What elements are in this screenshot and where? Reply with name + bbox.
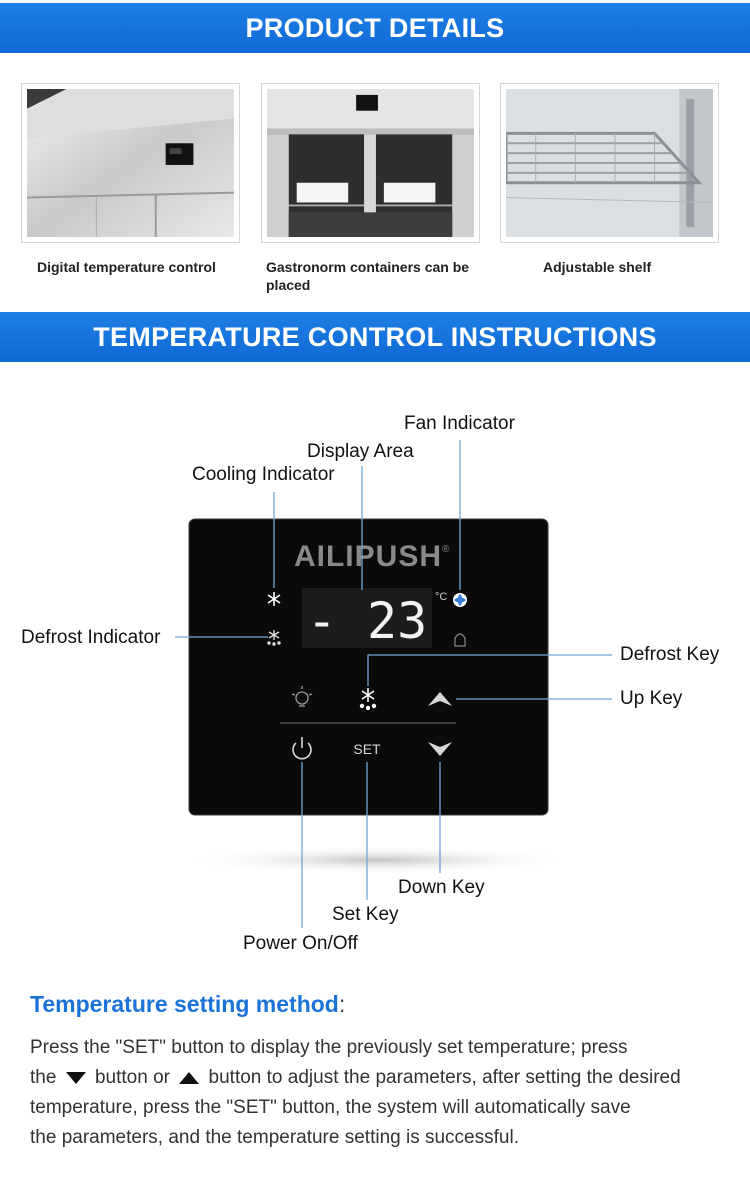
fan-indicator-icon — [453, 593, 467, 607]
photo-gastronorm — [261, 83, 480, 243]
shelf-image — [506, 89, 713, 237]
caption-temperature-control: Digital temperature control — [37, 259, 216, 275]
display-area — [302, 588, 432, 648]
banner-title: PRODUCT DETAILS — [245, 12, 505, 43]
method-line-4: the parameters, and the temperature sett… — [30, 1127, 519, 1148]
method-line-2c: button to adjust the parameters, after s… — [208, 1067, 681, 1088]
defrost-key[interactable] — [359, 688, 377, 711]
power-on-off-label: Power On/Off — [243, 933, 358, 954]
up-arrow-icon — [179, 1071, 200, 1084]
method-paragraph: Press the "SET" button to display the pr… — [30, 1033, 720, 1153]
method-title-text: Temperature setting method — [30, 991, 339, 1017]
cooling-indicator-icon — [267, 592, 281, 606]
method-line-2b: button or — [94, 1067, 170, 1088]
method-line-2a: the — [30, 1067, 57, 1088]
control-panel-diagram: AILIPUSH ® - 23 °C — [175, 440, 612, 928]
temperature-control-banner: TEMPERATURE CONTROL INSTRUCTIONS — [0, 312, 750, 362]
alarm-bell-icon — [454, 633, 466, 647]
registered-mark: ® — [442, 544, 450, 555]
defrost-indicator-label: Defrost Indicator — [21, 627, 161, 648]
panel-shadow — [178, 846, 578, 874]
temperature-readout: - 23 — [307, 592, 427, 650]
celsius-unit: °C — [435, 591, 447, 603]
fridge-open-image — [267, 89, 474, 237]
defrost-indicator-icon — [267, 630, 281, 646]
set-key[interactable]: SET — [353, 741, 381, 757]
defrost-key-label: Defrost Key — [620, 644, 720, 665]
display-area-label: Display Area — [307, 441, 414, 462]
light-key[interactable] — [291, 686, 313, 707]
photo-temperature-control — [21, 83, 240, 243]
method-title-colon: : — [338, 991, 346, 1017]
method-line-3: temperature, press the "SET" button, the… — [30, 1097, 631, 1118]
method-line-2: the button or button to adjust the param… — [30, 1063, 720, 1093]
method-line-1: Press the "SET" button to display the pr… — [30, 1037, 628, 1058]
method-title: Temperature setting method: — [30, 991, 345, 1018]
caption-gastronorm: Gastronorm containers can be placed — [266, 259, 470, 293]
banner-title: TEMPERATURE CONTROL INSTRUCTIONS — [93, 321, 657, 352]
down-key-label: Down Key — [398, 877, 485, 898]
callout-lines — [175, 440, 612, 928]
down-key[interactable] — [428, 742, 452, 756]
up-key-label: Up Key — [620, 688, 683, 709]
fan-indicator-label: Fan Indicator — [404, 413, 515, 434]
brand-logo: AILIPUSH — [294, 540, 442, 573]
photo-adjustable-shelf — [500, 83, 719, 243]
fridge-top-image — [27, 89, 234, 237]
caption-adjustable-shelf: Adjustable shelf — [543, 259, 652, 275]
cooling-indicator-label: Cooling Indicator — [192, 464, 335, 485]
down-arrow-icon — [65, 1071, 86, 1084]
product-details-banner: PRODUCT DETAILS — [0, 3, 750, 53]
up-key[interactable] — [428, 692, 452, 706]
set-key-label: Set Key — [332, 904, 399, 925]
power-key[interactable] — [292, 737, 312, 760]
